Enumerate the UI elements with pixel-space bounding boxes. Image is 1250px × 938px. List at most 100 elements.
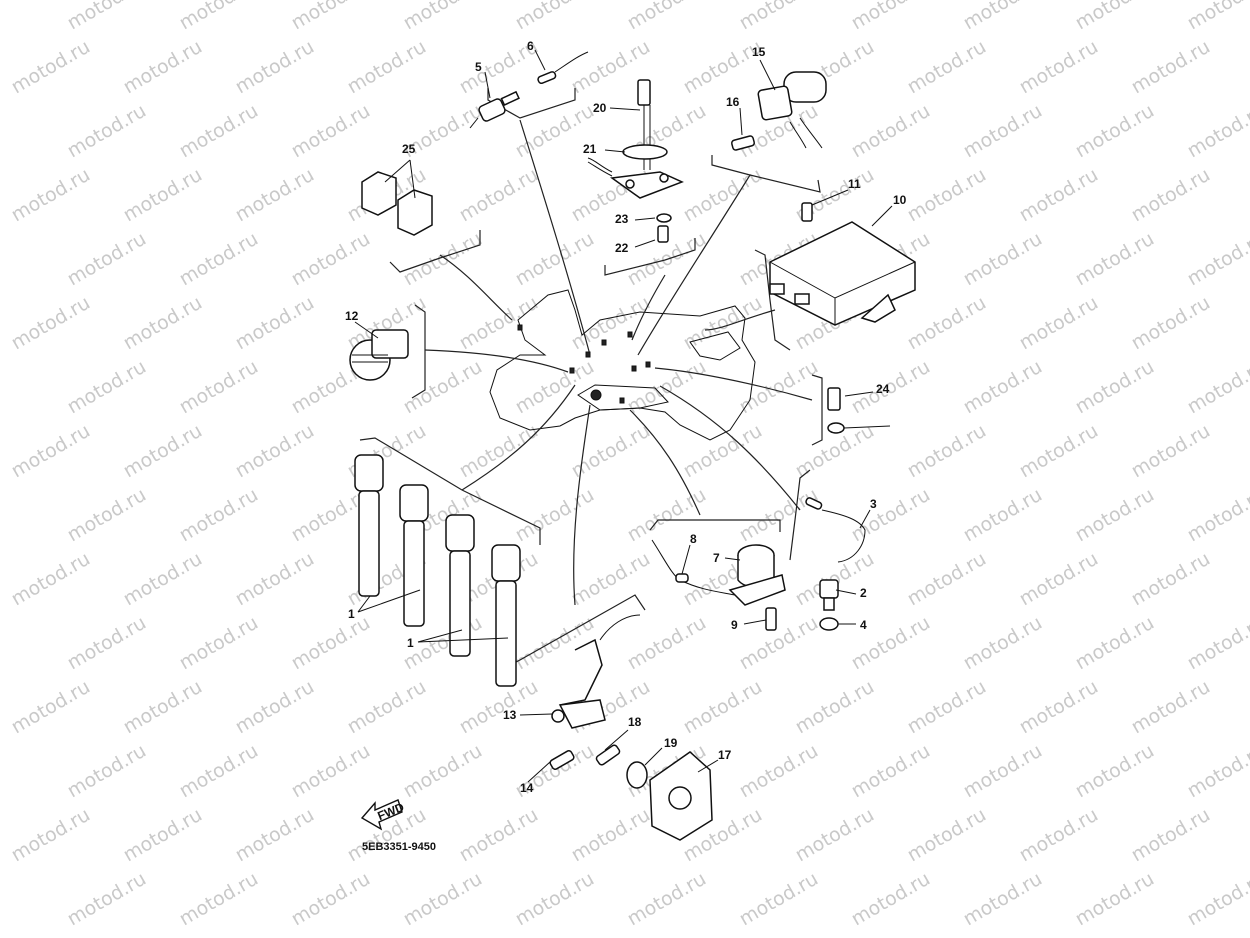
watermark-text: motod.ru	[120, 36, 206, 99]
watermark-text: motod.ru	[1016, 548, 1102, 611]
watermark-text: motod.ru	[1072, 484, 1158, 547]
watermark-text: motod.ru	[64, 484, 150, 547]
watermark-text: motod.ru	[64, 100, 150, 163]
callout-13: 13	[503, 708, 517, 722]
watermark-text: motod.ru	[960, 612, 1046, 675]
watermark-text: motod.ru	[1016, 420, 1102, 483]
watermark-text: motod.ru	[1128, 420, 1214, 483]
watermark-text: motod.ru	[8, 164, 94, 227]
part-19-washer	[626, 761, 648, 789]
part-6-wire	[537, 51, 589, 84]
watermark-text: motod.ru	[176, 356, 262, 419]
part-7-sensor	[728, 544, 786, 606]
callout-24: 23	[615, 212, 629, 226]
callout-4: 4	[860, 618, 867, 632]
watermark-text: motod.ru	[232, 804, 318, 867]
watermark-text: motod.ru	[400, 356, 486, 419]
watermark-text: motod.ru	[176, 868, 262, 931]
watermark-text: motod.ru	[456, 292, 542, 355]
leader-lines	[424, 119, 813, 606]
part-17-rotor	[649, 751, 713, 841]
watermark-text: motod.ru	[400, 228, 486, 291]
frame-fasteners	[517, 324, 651, 404]
watermark-text: motod.ru	[512, 356, 598, 419]
watermark-text: motod.ru	[232, 292, 318, 355]
watermark-text: motod.ru	[568, 548, 654, 611]
watermark-text: motod.ru	[8, 420, 94, 483]
callout-25: 25	[402, 142, 416, 156]
watermark-text: motod.ru	[904, 292, 990, 355]
callout-6: 6	[527, 39, 534, 53]
watermark-text: motod.ru	[8, 292, 94, 355]
watermark-text: motod.ru	[64, 612, 150, 675]
watermark-text: motod.ru	[232, 164, 318, 227]
watermark-text: motod.ru	[736, 868, 822, 931]
watermark-text: motod.ru	[1016, 804, 1102, 867]
callout-22: 21	[583, 142, 597, 156]
watermark-text: motod.ru	[736, 612, 822, 675]
watermark-text: motod.ru	[400, 740, 486, 803]
watermark-text: motod.ru	[512, 484, 598, 547]
watermark-text: motod.ru	[904, 676, 990, 739]
diagram-code: 5EB3351-9450	[362, 841, 436, 853]
watermark-text: motod.ru	[8, 36, 94, 99]
part-18-bolt	[595, 744, 621, 766]
watermark-text: motod.ru	[120, 676, 206, 739]
callout-10: 10	[893, 193, 907, 207]
watermark-text: motod.ru	[232, 548, 318, 611]
watermark-text: motod.ru	[848, 100, 934, 163]
watermark-text: motod.ru	[792, 676, 878, 739]
watermark-text: motod.ru	[1128, 804, 1214, 867]
watermark-text: motod.ru	[1184, 0, 1250, 34]
watermark-text: motod.ru	[176, 740, 262, 803]
callout-19: 19	[664, 736, 678, 750]
watermark-text: motod.ru	[960, 0, 1046, 34]
watermark-text: motod.ru	[960, 228, 1046, 291]
watermark-text: motod.ru	[1072, 612, 1158, 675]
watermark-text: motod.ru	[176, 100, 262, 163]
callout-17: 17	[718, 748, 732, 762]
part-1-ignition-coils	[354, 454, 521, 687]
watermark-text: motod.ru	[288, 0, 374, 34]
watermark-text: motod.ru	[120, 164, 206, 227]
watermark-text: motod.ru	[400, 0, 486, 34]
watermark-text: motod.ru	[400, 868, 486, 931]
watermark-text: motod.ru	[904, 548, 990, 611]
callout-1-b: 1	[407, 636, 414, 650]
watermark-text: motod.ru	[1128, 36, 1214, 99]
part-10-ecu	[769, 221, 916, 326]
part-4-washer	[819, 617, 839, 631]
watermark-text: motod.ru	[512, 868, 598, 931]
watermark-text: motod.ru	[8, 548, 94, 611]
watermark-text: motod.ru	[176, 484, 262, 547]
part-16-screw	[731, 135, 755, 151]
watermark-text: motod.ru	[288, 228, 374, 291]
watermark-text: motod.ru	[120, 804, 206, 867]
watermark-text: motod.ru	[64, 0, 150, 34]
callout-7: 7	[713, 551, 720, 565]
watermark-text: motod.ru	[456, 164, 542, 227]
watermark-text: motod.ru	[288, 868, 374, 931]
watermark-text: motod.ru	[736, 740, 822, 803]
watermark-text: motod.ru	[232, 36, 318, 99]
watermark-text: motod.ru	[64, 868, 150, 931]
callout-23: 22	[615, 241, 629, 255]
callout-1-a: 1	[348, 607, 355, 621]
frame-outline	[489, 289, 756, 441]
watermark-text: motod.ru	[960, 868, 1046, 931]
watermark-text: motod.ru	[1184, 484, 1250, 547]
watermark-text: motod.ru	[960, 484, 1046, 547]
watermark-text: motod.ru	[1184, 868, 1250, 931]
part-13-pickup	[551, 614, 641, 729]
watermark-text: motod.ru	[904, 164, 990, 227]
watermark-text: motod.ru	[1072, 0, 1158, 34]
watermark-text: motod.ru	[848, 0, 934, 34]
watermark-text: motod.ru	[512, 0, 598, 34]
watermark-text: motod.ru	[8, 676, 94, 739]
watermark-text: motod.ru	[512, 228, 598, 291]
callout-20: 24	[876, 382, 890, 396]
callout-15: 15	[752, 45, 766, 59]
watermark-text: motod.ru	[904, 420, 990, 483]
callout-labels: 5 6 20 21 23 22 15 16 11 10 25 12 24 3 2…	[345, 39, 907, 795]
